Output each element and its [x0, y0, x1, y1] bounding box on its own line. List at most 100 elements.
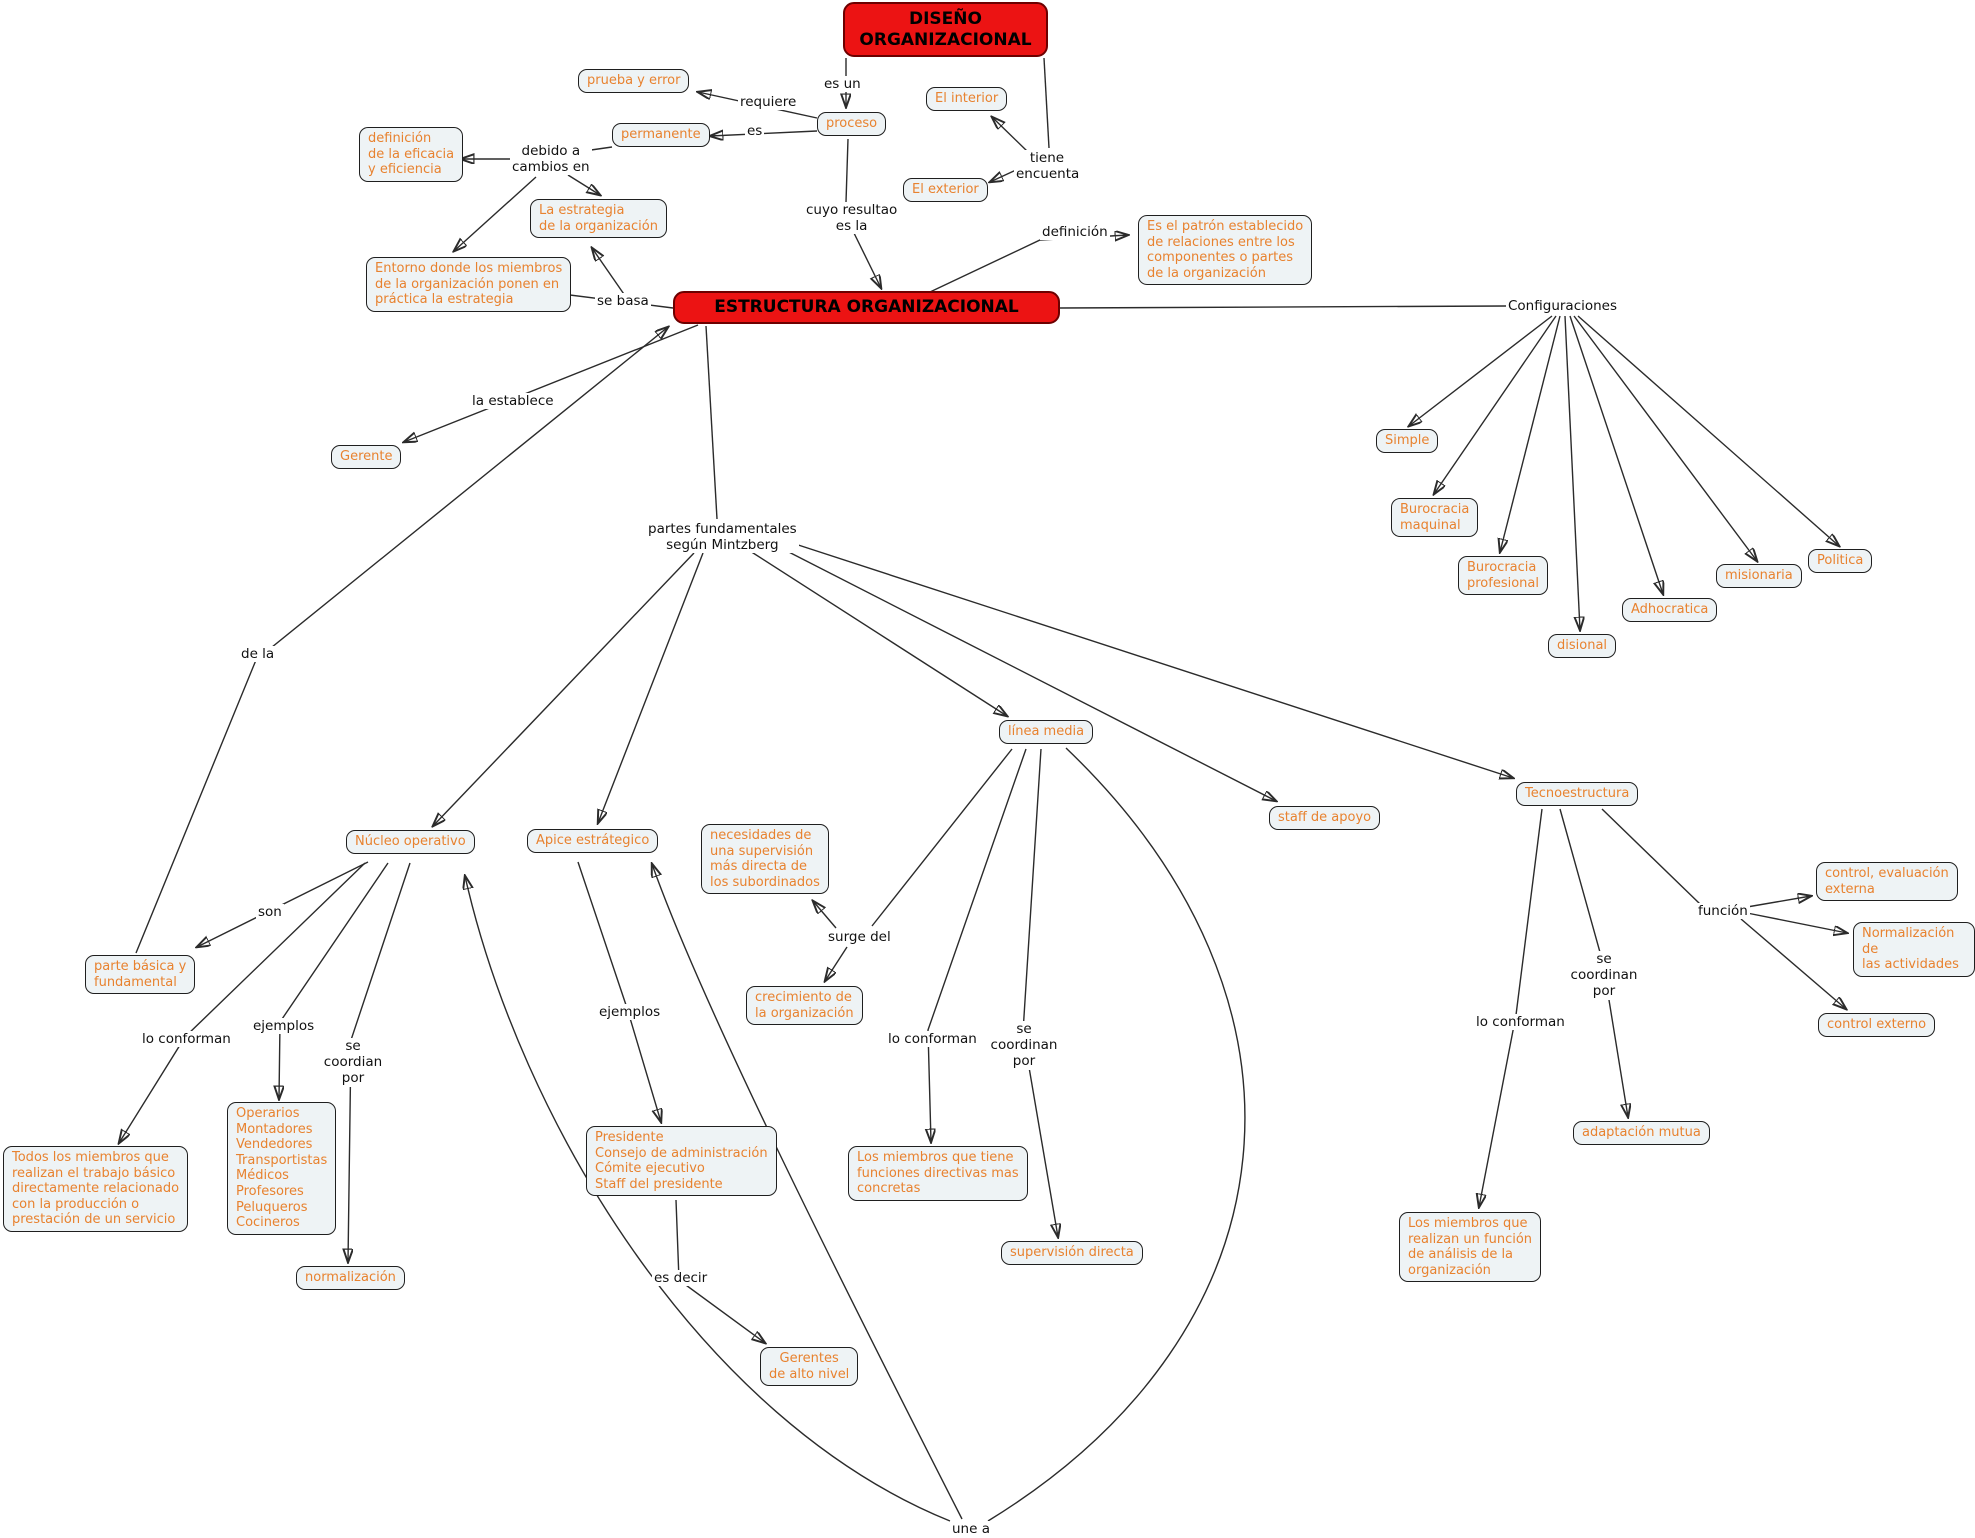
edge-tiene-exterior [990, 169, 1017, 182]
edge-apice-presidente [577, 861, 661, 1122]
link-label-ejemplos-nucleo: ejemplos [251, 1018, 317, 1035]
edge-partes-nucleo [433, 552, 695, 826]
node-normalizacion-actividades[interactable]: Normalización de las actividades [1853, 922, 1975, 977]
node-linea-media[interactable]: línea media [999, 720, 1094, 744]
link-label-de-la: de la [239, 646, 277, 663]
node-es-el-patron[interactable]: Es el patrón establecido de relaciones e… [1138, 215, 1313, 286]
edge-linea-surge [871, 748, 1013, 927]
link-label-ejemplos-apice: ejemplos [597, 1004, 663, 1021]
edge-surge-crecimiento [825, 946, 848, 981]
node-politica[interactable]: Politica [1808, 549, 1873, 573]
edge-config-simple [1409, 315, 1553, 426]
node-adhocratica[interactable]: Adhocratica [1622, 598, 1718, 622]
edge-tecno-analisis [1479, 808, 1543, 1207]
edge-tiene-interior [992, 117, 1029, 153]
edge-partes-apice [598, 552, 704, 823]
node-control-evaluacion-externa[interactable]: control, evaluación externa [1816, 862, 1958, 902]
link-label-es-un: es un [822, 76, 863, 93]
node-necesidades-supervision[interactable]: necesidades de una supervisión más direc… [701, 824, 829, 895]
edge-estructura-configuraciones [1059, 305, 1507, 309]
edge-funcion-controleval [1746, 896, 1811, 908]
node-el-exterior[interactable]: El exterior [903, 178, 988, 202]
link-label-se-coordinan-por-tecno: se coordinan por [1562, 951, 1646, 1000]
node-misionaria[interactable]: misionaria [1716, 564, 1802, 588]
node-el-interior[interactable]: El interior [926, 87, 1008, 111]
node-tecnoestructura[interactable]: Tecnoestructura [1516, 782, 1639, 806]
link-label-se-coordian-por: se coordian por [314, 1038, 392, 1087]
edge-partes-staff [776, 545, 1276, 801]
node-supervision-directa[interactable]: supervisión directa [1001, 1241, 1143, 1265]
node-crecimiento[interactable]: crecimiento de la organización [746, 986, 863, 1026]
node-normalizacion[interactable]: normalización [296, 1266, 405, 1290]
node-burocracia-maquinal[interactable]: Burocracia maquinal [1391, 498, 1479, 538]
link-label-configuraciones: Configuraciones [1506, 298, 1620, 315]
edge-linea-unea [987, 747, 1246, 1522]
edge-surge-necesidades [813, 901, 837, 929]
link-label-requiere: requiere [738, 94, 799, 111]
link-label-se-coordinan-por-linea: se coordinan por [982, 1021, 1066, 1070]
node-proceso[interactable]: proceso [817, 112, 887, 136]
node-diseno-organizacional[interactable]: DISEÑO ORGANIZACIONAL [843, 2, 1048, 57]
edge-tecno-funcion [1601, 808, 1701, 905]
node-todos-los-miembros[interactable]: Todos los miembros que realizan el traba… [3, 1146, 189, 1232]
node-estructura-organizacional[interactable]: ESTRUCTURA ORGANIZACIONAL [673, 291, 1060, 324]
edge-config-misionaria [1573, 315, 1757, 561]
edge-unea-nucleo [465, 876, 951, 1522]
node-miembros-directivas[interactable]: Los miembros que tiene funciones directi… [848, 1146, 1028, 1201]
edge-partebasica-estructura [135, 327, 668, 954]
node-presidente-lista[interactable]: Presidente Consejo de administración Cóm… [586, 1126, 777, 1197]
edge-config-disional [1564, 315, 1580, 630]
node-adaptacion-mutua[interactable]: adaptación mutua [1573, 1121, 1710, 1145]
link-label-es-decir: es decir [652, 1270, 710, 1287]
link-label-es: es [745, 123, 765, 140]
link-label-cuyo-resultao: cuyo resultao es la [804, 202, 900, 235]
edge-funcion-normactividades [1746, 912, 1847, 933]
node-entorno[interactable]: Entorno donde los miembros de la organiz… [366, 257, 572, 312]
edge-partes-linea [749, 550, 1007, 716]
edge-partes-tecno [785, 540, 1513, 778]
node-operarios-lista[interactable]: Operarios Montadores Vendedores Transpor… [227, 1102, 337, 1235]
link-label-tiene-encuenta: tiene encuenta [1014, 150, 1080, 183]
node-permanente[interactable]: permanente [612, 123, 710, 147]
link-label-une-a: une a [950, 1521, 992, 1538]
link-label-la-establece: la establece [470, 393, 556, 410]
node-nucleo-operativo[interactable]: Núcleo operativo [346, 830, 475, 854]
node-simple[interactable]: Simple [1376, 429, 1439, 453]
node-control-externo[interactable]: control externo [1818, 1013, 1936, 1037]
edge-config-adhocratica [1569, 315, 1663, 594]
node-prueba-y-error[interactable]: prueba y error [578, 69, 690, 93]
link-label-lo-conforman-tecno: lo conforman [1474, 1014, 1567, 1031]
node-definicion-eficacia[interactable]: definición de la eficacia y eficiencia [359, 127, 464, 182]
link-label-definicion: definición [1040, 224, 1110, 241]
node-miembros-analisis[interactable]: Los miembros que realizan un función de … [1399, 1212, 1542, 1283]
edge-estructura-gerente [404, 324, 699, 442]
edge-partes-estructura [705, 325, 718, 520]
edge-debido-entorno [454, 176, 537, 251]
edge-config-politica [1577, 315, 1839, 546]
node-la-estrategia[interactable]: La estrategia de la organización [530, 199, 667, 239]
link-label-debido-a-cambios: debido a cambios en [510, 143, 592, 176]
edge-diseno-tiene [1043, 57, 1050, 149]
edge-cuyo-estructura [851, 228, 881, 288]
link-label-lo-conforman-linea: lo conforman [886, 1031, 979, 1048]
node-staff-de-apoyo[interactable]: staff de apoyo [1269, 806, 1381, 830]
edge-proceso-cuyo [845, 138, 849, 203]
link-label-partes-fundamentales: partes fundamentales según Mintzberg [646, 521, 799, 554]
edge-sebasa-estrategia [592, 248, 629, 301]
edge-estructura-patron [929, 235, 1128, 293]
node-parte-basica[interactable]: parte básica y fundamental [85, 955, 196, 995]
node-burocracia-profesional[interactable]: Burocracia profesional [1458, 556, 1548, 596]
edge-config-buromaquinal [1434, 315, 1557, 494]
link-label-se-basa: se basa [595, 293, 651, 310]
link-label-surge-del: surge del [826, 929, 893, 946]
link-label-son: son [256, 904, 284, 921]
edge-linea-directivas [928, 748, 1027, 1142]
node-gerente[interactable]: Gerente [331, 445, 402, 469]
node-apice-estrategico[interactable]: Apice estrátegico [527, 829, 659, 853]
node-gerentes-alto-nivel[interactable]: Gerentes de alto nivel [760, 1347, 859, 1387]
node-disional[interactable]: disional [1548, 634, 1617, 658]
edge-config-buroprofesional [1500, 315, 1561, 552]
edge-funcion-controlexterno [1740, 918, 1846, 1009]
